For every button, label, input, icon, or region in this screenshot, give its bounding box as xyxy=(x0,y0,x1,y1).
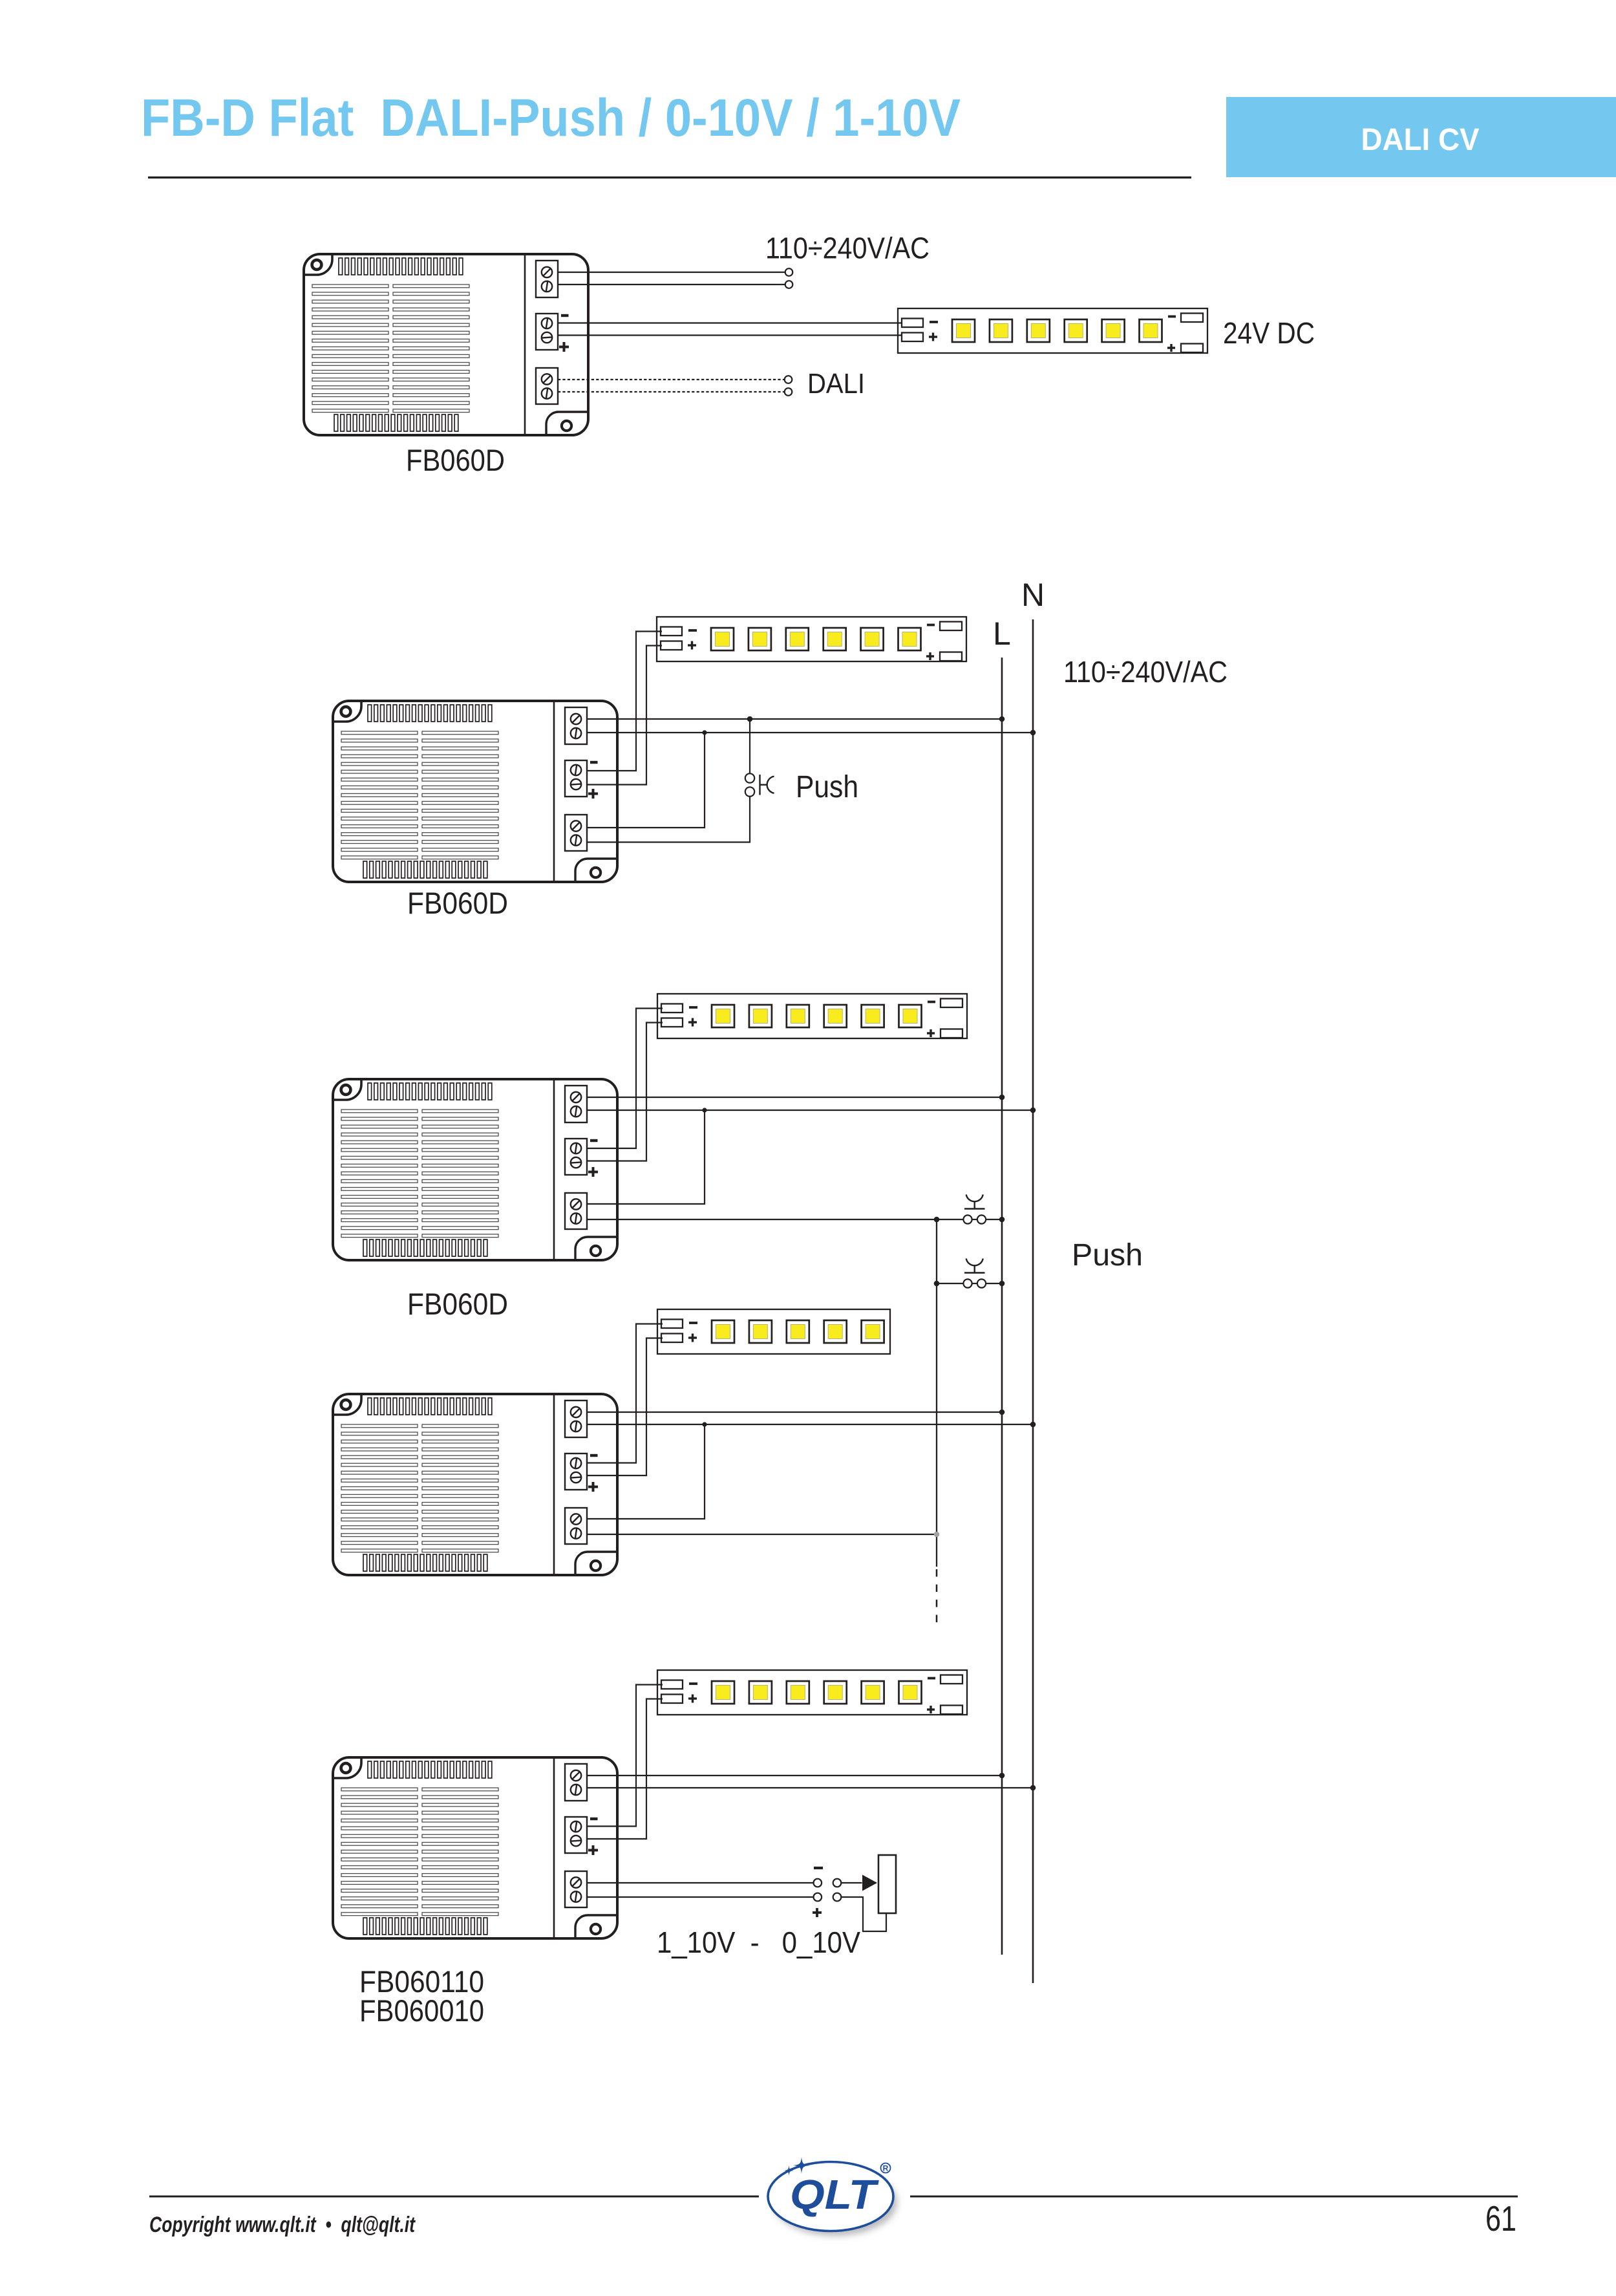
svg-text:24V DC: 24V DC xyxy=(1223,316,1315,350)
svg-text:1_10V - 0_10V: 1_10V - 0_10V xyxy=(657,1926,860,1959)
svg-text:N: N xyxy=(1021,577,1045,613)
svg-text:FB060D: FB060D xyxy=(406,443,505,477)
svg-text:R: R xyxy=(883,2164,889,2173)
svg-text:Push: Push xyxy=(796,770,858,804)
svg-text:110÷240V/AC: 110÷240V/AC xyxy=(1063,655,1228,689)
svg-text:DALI: DALI xyxy=(807,368,865,400)
svg-text:QLT: QLT xyxy=(790,2171,879,2218)
svg-text:FB-D Flat DALI-Push / 0-10V /: FB-D Flat DALI-Push / 0-10V / 1-10V xyxy=(141,89,961,147)
svg-text:Push: Push xyxy=(1072,1238,1143,1272)
svg-text:110÷240V/AC: 110÷240V/AC xyxy=(765,231,930,265)
svg-text:FB060D: FB060D xyxy=(407,1287,508,1321)
svg-text:FB060D: FB060D xyxy=(407,886,508,920)
svg-text:DALI CV: DALI CV xyxy=(1361,123,1480,157)
svg-text:Copyright www.qlt.it • qlt@q: Copyright www.qlt.it • qlt@qlt.it xyxy=(149,2213,416,2237)
svg-text:61: 61 xyxy=(1485,2198,1516,2238)
svg-text:L: L xyxy=(993,616,1011,652)
svg-text:FB060110: FB060110 xyxy=(359,1964,484,1999)
svg-text:FB060010: FB060010 xyxy=(359,1993,484,2028)
